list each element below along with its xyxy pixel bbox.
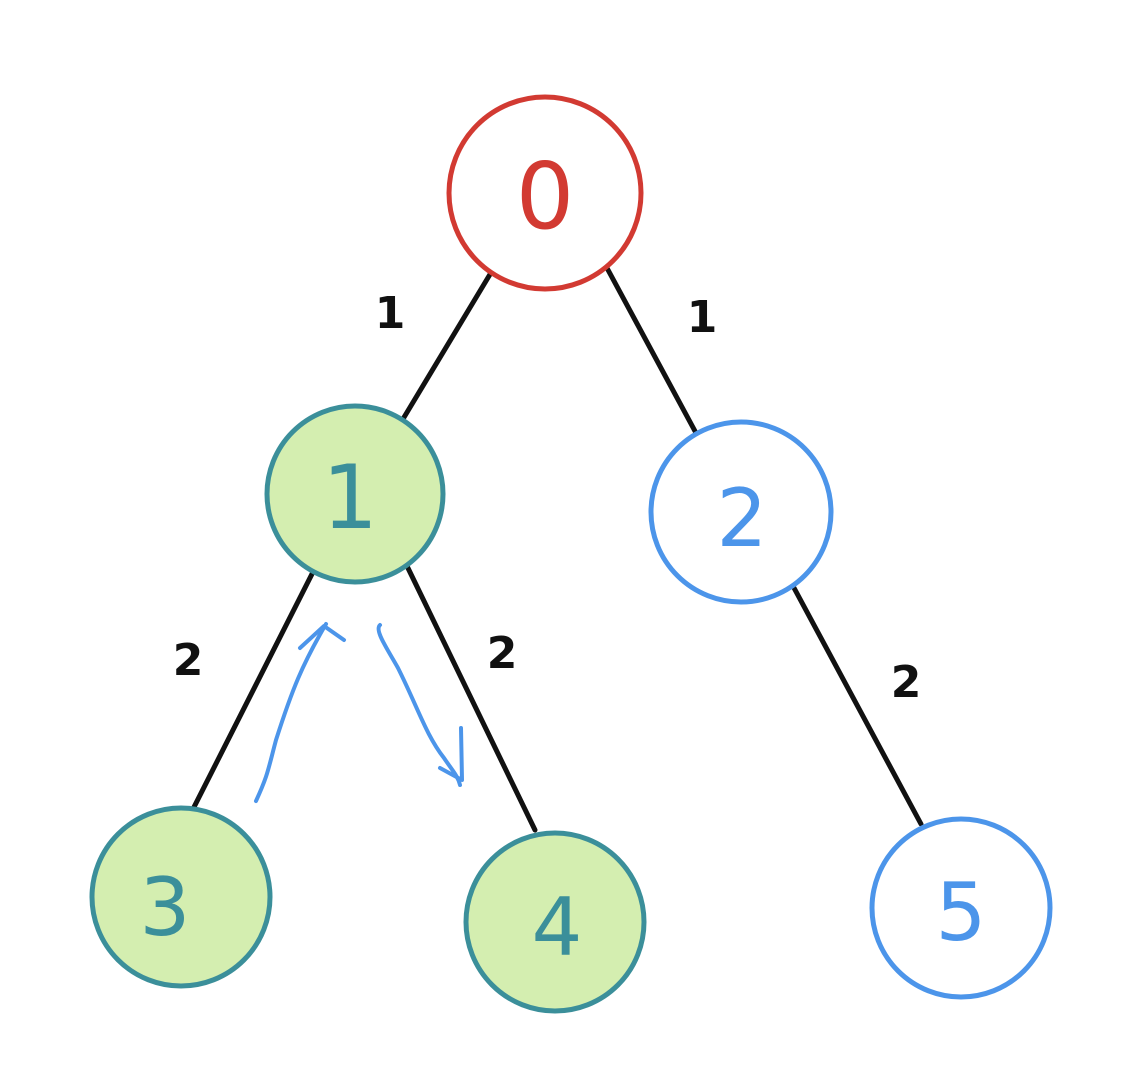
edges	[187, 265, 924, 833]
weight-1-4: 2	[487, 628, 518, 679]
edge-1-3	[187, 567, 317, 818]
edge-0-2	[604, 265, 699, 436]
weight-1-3: 2	[173, 635, 204, 686]
node-label-2: 2	[717, 472, 768, 565]
node-3: 3	[89, 805, 273, 989]
node-label-0: 0	[516, 143, 575, 250]
node-label-1: 1	[322, 446, 378, 549]
arrow-1-to-4	[376, 623, 464, 787]
edge-1-4	[404, 563, 538, 833]
nodes: 0 1 2 3 4 5	[89, 94, 1053, 1014]
node-2: 2	[648, 419, 834, 605]
arrow-3-to-1	[254, 622, 346, 803]
weight-0-1: 1	[375, 288, 406, 339]
node-4: 4	[463, 830, 647, 1014]
edge-2-5	[790, 583, 924, 827]
node-label-4: 4	[532, 881, 583, 974]
node-0: 0	[446, 94, 644, 292]
node-5: 5	[869, 816, 1053, 1000]
traversal-arrows	[254, 622, 464, 803]
weight-2-5: 2	[891, 657, 922, 708]
node-label-3: 3	[140, 861, 191, 954]
weight-0-2: 1	[687, 292, 718, 343]
edge-weights: 1 1 2 2 2	[173, 288, 922, 708]
node-label-5: 5	[936, 866, 987, 959]
edge-0-1	[400, 268, 495, 422]
node-1: 1	[264, 403, 446, 585]
